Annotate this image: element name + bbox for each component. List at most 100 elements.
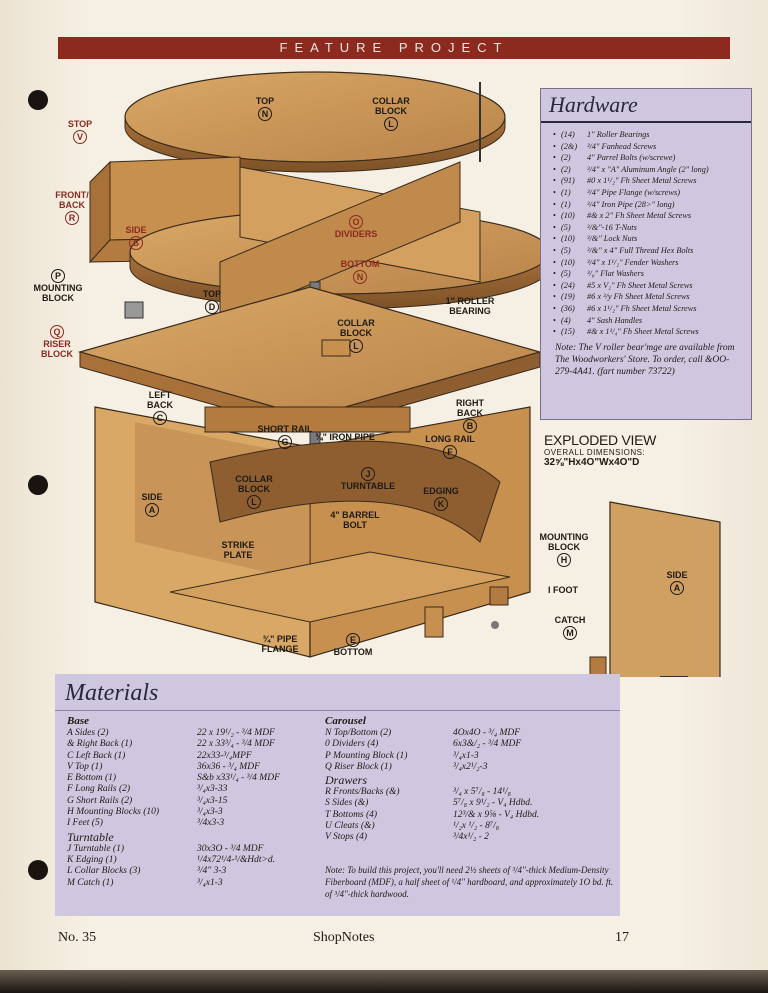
exploded-drawing-art <box>77 71 721 743</box>
hardware-item: (2)³/4" x "A" Aluminum Angle (2" long) <box>553 164 743 176</box>
feature-banner: FEATURE PROJECT <box>58 37 730 59</box>
magazine-name: ShopNotes <box>313 930 375 945</box>
material-row: N Top/Bottom (2) 4Ox4O - ³/₄ MDF <box>325 728 615 739</box>
hardware-desc: #6 x ³/y Fh Sheet Metal Screws <box>587 292 690 302</box>
hardware-desc: #0 x 1¹/₂" Fh Sheet Metal Screws <box>587 176 697 186</box>
material-size: ³/₄x3-3 <box>197 807 223 818</box>
issue-number: No. 35 <box>58 930 97 945</box>
material-size: ³/₄x3-15 <box>197 795 228 806</box>
material-row: R Fronts/Backs (&) ³/₄ x 5⁷/₈ - 14¹/₈ <box>325 787 615 798</box>
hardware-panel: Hardware (14)1" Roller Bearings(2&)³/4" … <box>540 88 752 420</box>
material-part: H Mounting Blocks (10) <box>67 807 160 818</box>
hardware-desc: #5 x V₂" Fh Sheet Metal Screws <box>587 280 693 290</box>
material-part: N Top/Bottom (2) <box>325 728 392 738</box>
label-pipe-flange: ¾" PIPE FLANGE <box>261 634 299 654</box>
material-part: M Catch (1) <box>67 877 114 888</box>
hardware-item: (2)4" Parrel Bolts (w/screwe) <box>553 152 743 164</box>
binder-hole <box>28 860 48 880</box>
hardware-qty: (2&) <box>561 141 578 151</box>
overall-dimensions-label: OVERALL DIMENSIONS: <box>544 448 646 457</box>
hardware-item: (10)³/&" Lock Nuts <box>553 233 743 245</box>
hardware-item: (14)1" Roller Bearings <box>553 129 743 141</box>
hardware-qty: (10) <box>561 257 575 267</box>
material-row: U Cleats (&) ¹/₂x ¹/₂ - 8⁷/₈ <box>325 821 615 832</box>
hardware-item: (91)#0 x 1¹/₂" Fh Sheet Metal Screws <box>553 175 743 187</box>
label-strike-plate: STRIKE PLATE <box>221 540 255 560</box>
material-size: ³/4" 3-3 <box>197 866 227 877</box>
material-size: 22x33-³/₄MPF <box>197 750 252 761</box>
material-part: V Stops (4) <box>325 832 368 843</box>
hardware-qty: (5) <box>561 269 571 279</box>
hardware-desc: #& x 1¹/₄" Fh Sheet Metal Screws <box>587 327 699 337</box>
material-size: 22 x 33³/₄ - ³/4 MDF <box>197 739 275 750</box>
material-row: 0 Dividers (4)6x3&/₂ - ³/4 MDF <box>325 739 615 750</box>
material-part: V Top (1) <box>67 761 103 772</box>
page-edge <box>0 970 768 993</box>
hardware-item: (1) ³/4" Iron Pipe (28>" long) <box>553 199 743 211</box>
label-roller-bearing: 1" ROLLER BEARING <box>445 296 495 316</box>
binder-hole <box>28 90 48 110</box>
overall-dimensions-value: 32⅝"Hx4O"Wx4O"D <box>544 457 640 468</box>
hardware-desc: ³/₈" Flat Washers <box>587 269 644 279</box>
material-row: T Bottoms (4)12³/& x 9⅝ - V₄ Hdbd. <box>325 810 615 821</box>
material-size: ¹/₂x ¹/₂ - 8⁷/₈ <box>453 821 500 832</box>
material-row: H Mounting Blocks (10) ³/₄x3-3 <box>67 807 327 818</box>
material-part: E Bottom (1) <box>67 773 117 784</box>
carousel-section: Carousel N Top/Bottom (2)4Ox4O - ³/₄ MDF… <box>325 714 615 844</box>
hardware-desc: #6 x 1¹/₂" Fh Sheet Metal Screws <box>587 303 697 313</box>
material-row: F Long Rails (2)³/₄x3-33 <box>67 784 327 795</box>
material-row: G Short Rails (2) ³/₄x3-15 <box>67 796 327 807</box>
hardware-desc: #& x 2" Fh Sheet Metal Screws <box>587 211 692 221</box>
material-row: V Stops (4)³/4x¹/₂ - 2 <box>325 832 615 843</box>
hardware-qty: (19) <box>561 292 575 302</box>
turntable-heading: Turntable <box>67 829 114 844</box>
base-section: Base A Sides (2)22 x 19¹/₂ - ³/4 MDF& Ri… <box>67 714 327 889</box>
hardware-item: (2&) ³/4" Fanhead Screws <box>553 141 743 153</box>
material-part: R Fronts/Backs (&) <box>325 787 400 798</box>
material-row: J Turntable (1)30x3O - ³/4 MDF <box>67 844 327 855</box>
materials-title: Materials <box>55 674 620 711</box>
hardware-item: (5)³/&"-16 T-Nuts <box>553 222 743 234</box>
hardware-item: (5) ³/₈" Flat Washers <box>553 268 743 280</box>
hardware-qty: (10) <box>561 234 575 244</box>
label-iron-pipe: ¾" IRON PIPE <box>315 432 375 442</box>
hardware-desc: ³/4" Fanhead Screws <box>587 141 657 151</box>
material-size: 22 x 19¹/₂ - ³/4 MDF <box>197 728 275 738</box>
material-part: & Right Back (1) <box>67 739 133 750</box>
material-size: 4Ox4O - ³/₄ MDF <box>453 728 521 738</box>
material-part: A Sides (2) <box>67 728 109 738</box>
material-row: P Mounting Block (1)³/₄x1-3 <box>325 751 615 762</box>
material-row: C Left Back (1)22x33-³/₄MPF <box>67 751 327 762</box>
materials-panel: Materials Base A Sides (2)22 x 19¹/₂ - ³… <box>55 674 620 916</box>
material-size: 36x36 - ³/₄ MDF <box>197 761 260 772</box>
hardware-qty: (10) <box>561 211 575 221</box>
material-part: I Feet (5) <box>67 818 103 829</box>
hardware-desc: ³/4" Iron Pipe (28>" long) <box>587 199 675 209</box>
material-size: ³/₄ x 5⁷/₈ - 14¹/₈ <box>453 787 511 798</box>
hardware-list: (14)1" Roller Bearings(2&) ³/4" Fanhead S… <box>541 129 751 338</box>
material-row: & Right Back (1) 22 x 33³/₄ - ³/4 MDF <box>67 739 327 750</box>
material-size: S&b x33¹/₄ - ³/4 MDF <box>197 773 280 784</box>
material-part: Q Riser Block (1) <box>325 761 392 772</box>
hardware-qty: (1) <box>561 199 571 209</box>
label-foot: I FOOT <box>547 585 579 595</box>
material-row: A Sides (2) 22 x 19¹/₂ - ³/4 MDF <box>67 728 327 739</box>
base-rows: A Sides (2)22 x 19¹/₂ - ³/4 MDF& Right B… <box>67 728 327 830</box>
hardware-qty: (14) <box>561 130 575 139</box>
material-part: G Short Rails (2) <box>67 795 133 806</box>
materials-note: Note: To build this project, you'll need… <box>325 865 614 899</box>
material-part: U Cleats (&) <box>325 821 375 832</box>
